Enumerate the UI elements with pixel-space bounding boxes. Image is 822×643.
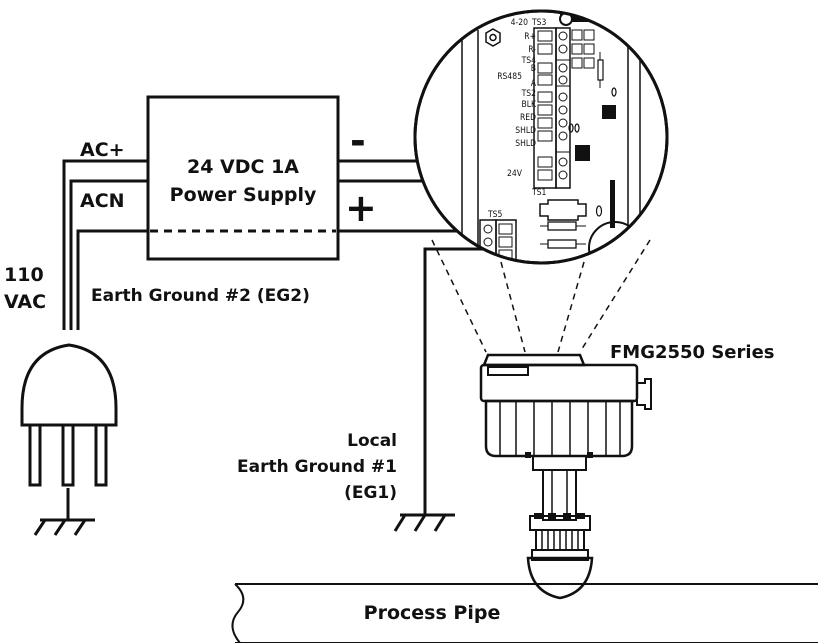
fmg2550-device <box>479 353 652 600</box>
power-supply-box <box>146 95 340 261</box>
power-plug <box>20 343 118 487</box>
power-supply-title-line2: Power Supply <box>170 184 317 206</box>
ac-power-cord <box>62 159 148 330</box>
magnifier-cone <box>431 239 651 353</box>
board-label-red: RED <box>520 113 536 123</box>
board-label-blk: BLK <box>521 100 537 110</box>
board-label-a: A <box>531 79 537 89</box>
local-earth-ground <box>393 247 484 532</box>
board-label-r-minus: R- <box>528 45 536 55</box>
board-label-ts4: TS4 <box>521 56 537 66</box>
board-label-r-plus: R+ <box>524 32 536 42</box>
minus-sign: - <box>350 119 366 163</box>
board-label-ts1: TS1 <box>531 188 547 198</box>
board-label-ts3: TS3 <box>531 18 547 28</box>
board-label-ts5: TS5 <box>487 210 503 220</box>
local-ground-label-line1: Local <box>347 431 397 451</box>
fmg2550-label: FMG2550 Series <box>610 342 775 363</box>
vac-label-line1: 110 <box>4 264 44 286</box>
board-label-shld-2: SHLD <box>515 139 536 149</box>
board-label-rs485: RS485 <box>497 72 522 82</box>
process-pipe-label: Process Pipe <box>364 602 501 624</box>
power-supply-title-line1: 24 VDC 1A <box>187 156 299 178</box>
local-ground-label-line3: (EG1) <box>344 483 397 503</box>
board-label-shld-1: SHLD <box>515 126 536 136</box>
circuit-board-magnifier: 4-20 R+ R- TS4 B RS485 A TS2 BLK RED SHL… <box>413 9 669 265</box>
plus-sign: + <box>345 186 377 230</box>
local-ground-label-line2: Earth Ground #1 <box>237 457 397 477</box>
earth-ground-2-label: Earth Ground #2 (EG2) <box>91 286 310 306</box>
plug-ground-symbol <box>33 488 95 536</box>
board-label-b: B <box>531 64 536 74</box>
ac-plus-label: AC+ <box>80 139 125 161</box>
acn-label: ACN <box>80 190 125 212</box>
board-label-ts2: TS2 <box>521 89 537 99</box>
board-label-24v: 24V <box>507 169 523 179</box>
process-pipe <box>231 583 818 643</box>
vac-label-line2: VAC <box>4 291 46 313</box>
board-label-analog: 4-20 <box>511 18 528 28</box>
